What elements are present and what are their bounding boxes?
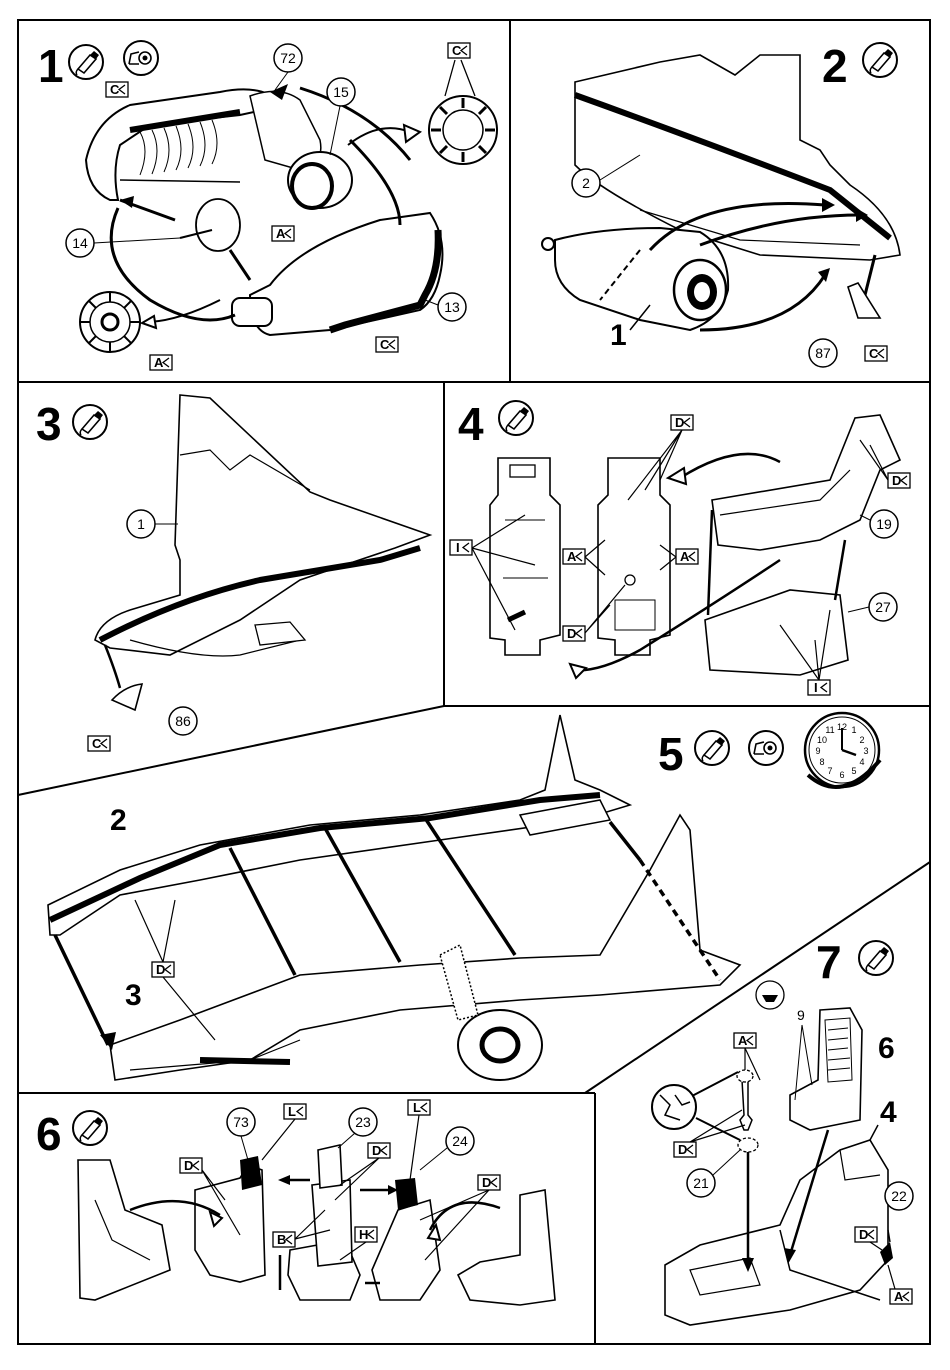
part-callout: 2 [582,175,590,191]
part-callout: 4 [880,1096,897,1129]
marker-letter: A [680,549,690,564]
step-number-6: 6 [36,1108,62,1160]
glue-icon [73,1111,107,1145]
svg-text:3: 3 [863,746,868,756]
marker-letter: A [276,226,286,241]
marker-letter: D [482,1175,491,1190]
subassembly-number: 2 [110,804,127,837]
svg-text:8: 8 [819,757,824,767]
tape-roll-icon [749,731,783,765]
part-callout: 6 [878,1032,895,1065]
svg-text:4: 4 [859,757,864,767]
svg-text:5: 5 [851,766,856,776]
glue-icon [695,731,729,765]
part-callout: 14 [72,235,88,251]
marker-letter: A [154,355,164,370]
part-callout: 13 [444,299,460,315]
step-number-4: 4 [458,398,484,450]
marker-letter: C [92,736,102,751]
marker-letter: L [288,1104,296,1119]
marker-letter: D [184,1158,193,1173]
marker-letter: D [892,473,901,488]
part-callout: 73 [233,1114,249,1130]
marker-letter: B [277,1232,286,1247]
marker-letter: D [675,415,684,430]
part-callout: 24 [452,1133,468,1149]
step-2-panel: 2 87 C 2 1 [542,40,900,367]
marker-letter: D [567,626,576,641]
step-number-3: 3 [36,398,62,450]
subassembly-number: 3 [125,979,142,1012]
marker-letter: C [869,346,879,361]
marker-letter: A [567,549,577,564]
marker-letter: H [359,1227,368,1242]
step-7-panel: 7 9 6 4 [652,936,913,1325]
marker-letter: I [456,540,460,555]
part-callout: 22 [891,1188,907,1204]
part-callout: 23 [355,1114,371,1130]
marker-letter: A [894,1289,904,1304]
step-3-panel: 3 1 86 C [36,395,430,751]
part-callout: 21 [693,1175,709,1191]
svg-text:6: 6 [839,770,844,780]
svg-text:10: 10 [817,735,827,745]
marker-letter: C [380,337,390,352]
step-6-panel: 6 73 23 [36,1100,555,1305]
marker-letter: D [372,1143,381,1158]
part-callout: 19 [876,516,892,532]
step-number-2: 2 [822,40,848,92]
marker-letter: D [859,1227,868,1242]
svg-text:9: 9 [815,746,820,756]
part-callout: 27 [875,599,891,615]
svg-text:7: 7 [827,766,832,776]
step-number-1: 1 [38,40,64,92]
marker-letter: I [814,680,818,695]
marker-letter: D [156,962,165,977]
svg-text:1: 1 [851,725,856,735]
intake-shell [86,89,272,200]
weight-icon [756,981,784,1009]
part-callout: 9 [797,1007,805,1023]
part-callout: 72 [280,50,296,66]
glue-icon [499,401,533,435]
marker-letter: C [452,43,462,58]
step-5-panel: 5 12 1 2 3 4 5 6 7 8 9 10 11 [48,713,880,1080]
part-callout: 15 [333,84,349,100]
svg-text:11: 11 [825,725,834,735]
marker-letter: D [678,1142,687,1157]
marker-letter: C [110,82,120,97]
marker-letter: A [738,1033,748,1048]
part-callout: 1 [137,516,145,532]
glue-icon [69,45,103,79]
marker-letter: L [413,1100,421,1115]
crack-warning-icon [652,1085,696,1129]
part-callout: 86 [175,713,191,729]
step-1-panel: 1 [38,40,497,370]
glue-icon [859,941,893,975]
step-number-7: 7 [816,936,842,988]
part-callout: 87 [815,345,831,361]
subassembly-number: 1 [610,319,627,352]
svg-text:2: 2 [859,735,864,745]
clock-icon: 12 1 2 3 4 5 6 7 8 9 10 11 [805,713,880,787]
glue-icon [863,43,897,77]
glue-icon [73,405,107,439]
step-4-panel: 4 19 27 D D I A [450,398,910,695]
tape-roll-icon [124,41,158,75]
step-number-5: 5 [658,728,684,780]
